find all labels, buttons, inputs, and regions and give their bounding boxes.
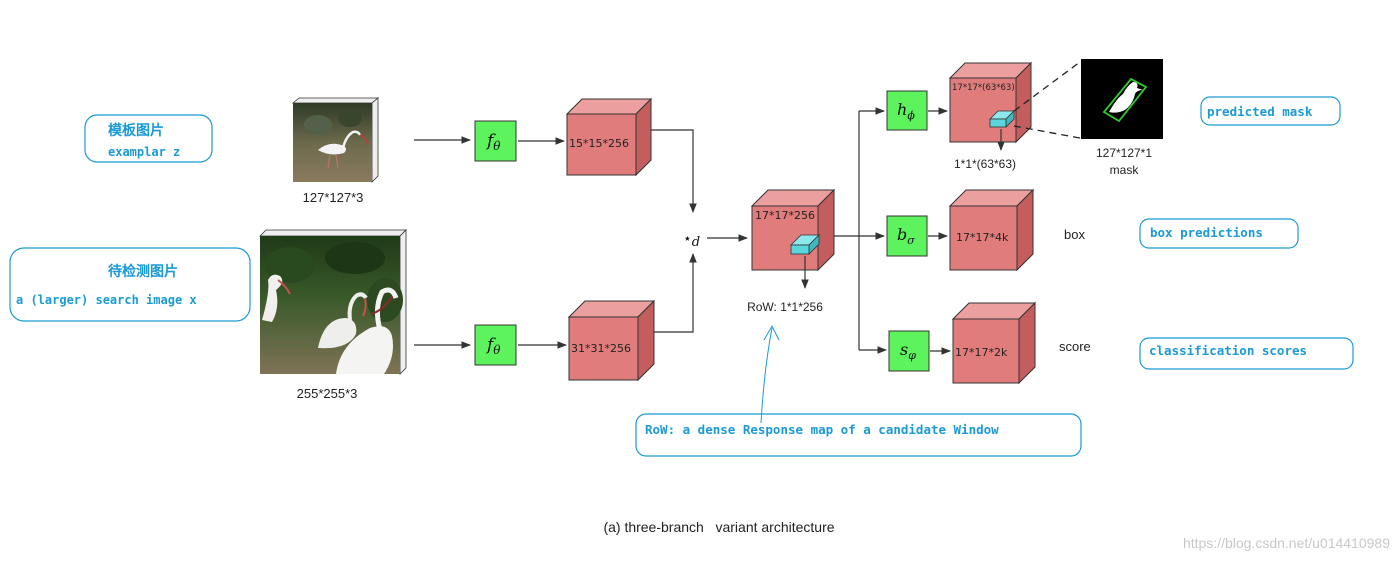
f-theta-box-top: fθ (474, 120, 517, 162)
mask-vector (989, 110, 1015, 128)
arrow-search-to-xcorr (654, 253, 697, 333)
predicted-mask-text: predicted mask (1207, 104, 1313, 119)
svg-text:hϕ: hϕ (897, 100, 915, 122)
mask-vector-label: 1*1*(63*63) (954, 157, 1016, 171)
search-image: 255*255*3 (259, 229, 407, 401)
search-feat-label: 31*31*256 (571, 342, 631, 355)
mask-word-label: mask (1110, 163, 1140, 177)
svg-text:fθ: fθ (485, 335, 501, 357)
search-en-label: a (larger) search image x (16, 293, 197, 307)
watermark-text: https://blog.csdn.net/u014410989 (1183, 535, 1390, 551)
exemplar-feature-cube: 15*15*256 (565, 97, 653, 177)
row-pointer-head (763, 324, 780, 341)
score-branch-cube: 17*17*2k (951, 301, 1037, 385)
classification-scores-text: classification scores (1149, 343, 1307, 358)
score-branch-label: 17*17*2k (955, 346, 1008, 359)
classification-scores-annotation: classification scores (1139, 337, 1354, 370)
exemplar-cn-label: 模板图片 (108, 122, 164, 139)
mask-output-image: 127*127*1 mask (1081, 59, 1163, 177)
row-vector (790, 234, 820, 255)
b-sigma-box: bσ (886, 215, 928, 257)
mask-size-label: 127*127*1 (1096, 146, 1152, 160)
arrow-exemplar-to-xcorr (651, 129, 697, 213)
exemplar-feat-label: 15*15*256 (569, 137, 629, 150)
row-pointer-line (760, 327, 773, 424)
f-theta-box-bottom: fθ (474, 324, 517, 366)
response-cube: 17*17*256 (750, 188, 836, 272)
mask-branch-label: 17*17*(63*63) (952, 83, 1015, 93)
svg-text:fθ: fθ (485, 131, 501, 153)
box-branch-label: 17*17*4k (956, 231, 1009, 244)
exemplar-annotation: 模板图片 examplar z (84, 114, 213, 163)
row-definition-text: RoW: a dense Response map of a candidate… (645, 422, 999, 437)
exemplar-en-label: examplar z (108, 145, 180, 159)
exemplar-image: 127*127*3 (291, 97, 380, 205)
box-predictions-text: box predictions (1150, 225, 1263, 240)
predicted-mask-annotation: predicted mask (1200, 96, 1341, 126)
row-definition-annotation: RoW: a dense Response map of a candidate… (635, 413, 1082, 457)
xcorr-operator: ⋆d (683, 231, 700, 250)
dashed-line-top (1013, 61, 1081, 112)
h-phi-box: hϕ (886, 90, 928, 131)
s-phi-box: sφ (888, 330, 930, 372)
box-branch-cube: 17*17*4k (948, 188, 1035, 272)
figure-caption: (a) three-branch variant architecture (603, 519, 834, 535)
svg-text:sφ: sφ (900, 340, 916, 362)
exemplar-size-label: 127*127*3 (303, 190, 364, 205)
search-cn-label: 待检测图片 (108, 263, 178, 280)
score-word-label: score (1059, 339, 1091, 354)
response-label: 17*17*256 (755, 209, 815, 222)
svg-text:bσ: bσ (897, 225, 915, 247)
row-label: RoW: 1*1*256 (747, 300, 823, 314)
search-feature-cube: 31*31*256 (567, 299, 656, 382)
search-annotation: 待检测图片 a (larger) search image x (9, 247, 251, 322)
search-size-label: 255*255*3 (297, 386, 358, 401)
box-predictions-annotation: box predictions (1139, 218, 1299, 249)
box-word-label: box (1064, 227, 1085, 242)
mask-branch-cube: 17*17*(63*63) (948, 61, 1033, 144)
